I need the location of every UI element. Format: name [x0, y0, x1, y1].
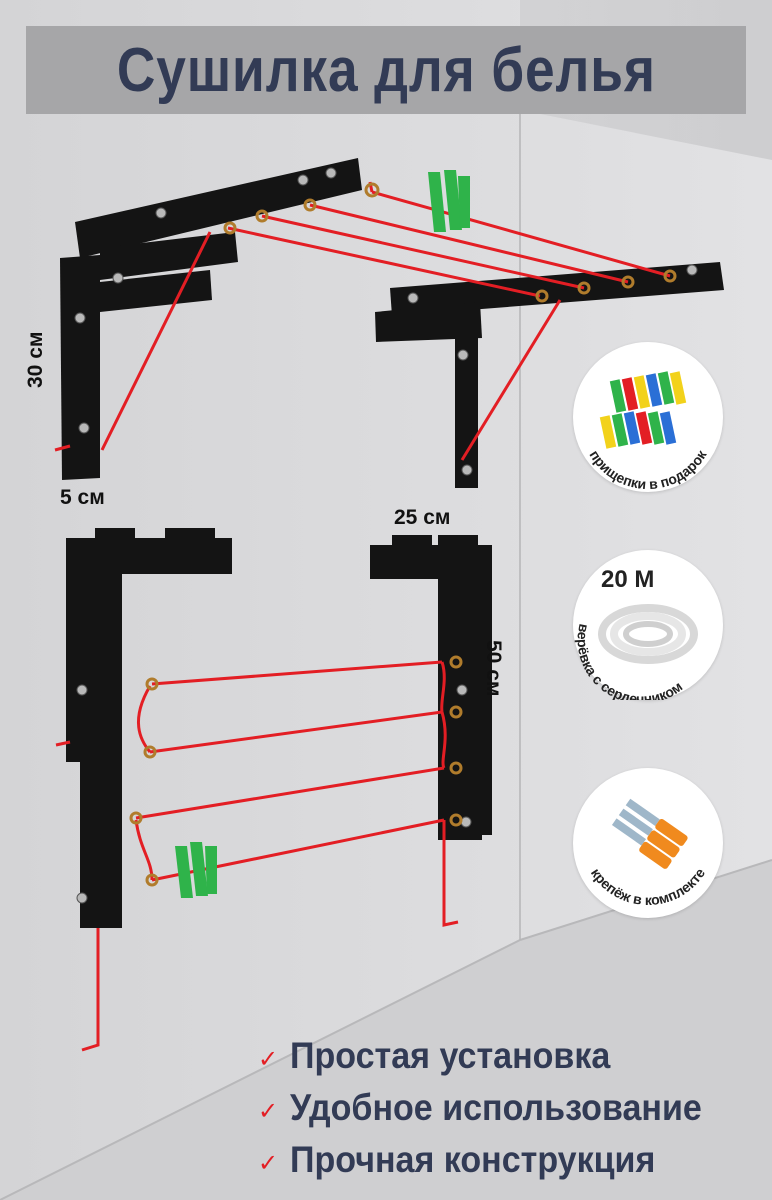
bubble-fasteners: крепёж в комплекте — [573, 768, 723, 918]
fasteners-icon: крепёж в комплекте — [588, 798, 708, 908]
check-icon: ✓ — [258, 1149, 279, 1177]
feature-list: ✓ Простая установка ✓ Удобное использова… — [258, 1030, 758, 1186]
dimension-height-top: 30 см — [24, 331, 47, 388]
feature-item: ✓ Удобное использование — [258, 1082, 758, 1134]
feature-text: Прочная конструкция — [290, 1139, 656, 1180]
ropes-top — [54, 181, 671, 461]
feature-text: Простая установка — [290, 1035, 611, 1076]
dimension-depth: 25 см — [394, 506, 451, 529]
bubble-clothespins-label: прищепки в подарок — [587, 446, 710, 492]
page-title: Сушилка для белья — [116, 35, 656, 105]
bubble-clothespins: прищепки в подарок — [573, 342, 723, 492]
rope-coil-icon: верёвка с сердечником — [574, 604, 698, 707]
dimension-height-bottom: 50 см — [482, 640, 505, 697]
check-icon: ✓ — [258, 1097, 279, 1125]
bubble-fasteners-label: крепёж в комплекте — [588, 865, 708, 908]
title-banner: Сушилка для белья — [26, 26, 746, 114]
left-bracket — [60, 158, 362, 480]
feature-text: Удобное использование — [290, 1087, 702, 1128]
feature-item: ✓ Прочная конструкция — [258, 1134, 758, 1186]
dimension-width-top: 5 см — [60, 486, 105, 509]
check-icon: ✓ — [258, 1045, 279, 1073]
rope-length-badge: 20 М — [601, 566, 655, 593]
clothespin-top — [428, 170, 470, 232]
clothespin-bottom — [175, 842, 217, 898]
svg-text:крепёж в комплекте: крепёж в комплекте — [588, 865, 708, 908]
clothespins-icon: прищепки в подарок — [587, 371, 710, 492]
svg-text:прищепки в подарок: прищепки в подарок — [587, 446, 710, 492]
feature-item: ✓ Простая установка — [258, 1030, 758, 1082]
bubble-rope: верёвка с сердечником 20 М — [573, 550, 723, 707]
folded-left-bracket — [66, 528, 232, 928]
folded-right-bracket — [370, 535, 492, 840]
